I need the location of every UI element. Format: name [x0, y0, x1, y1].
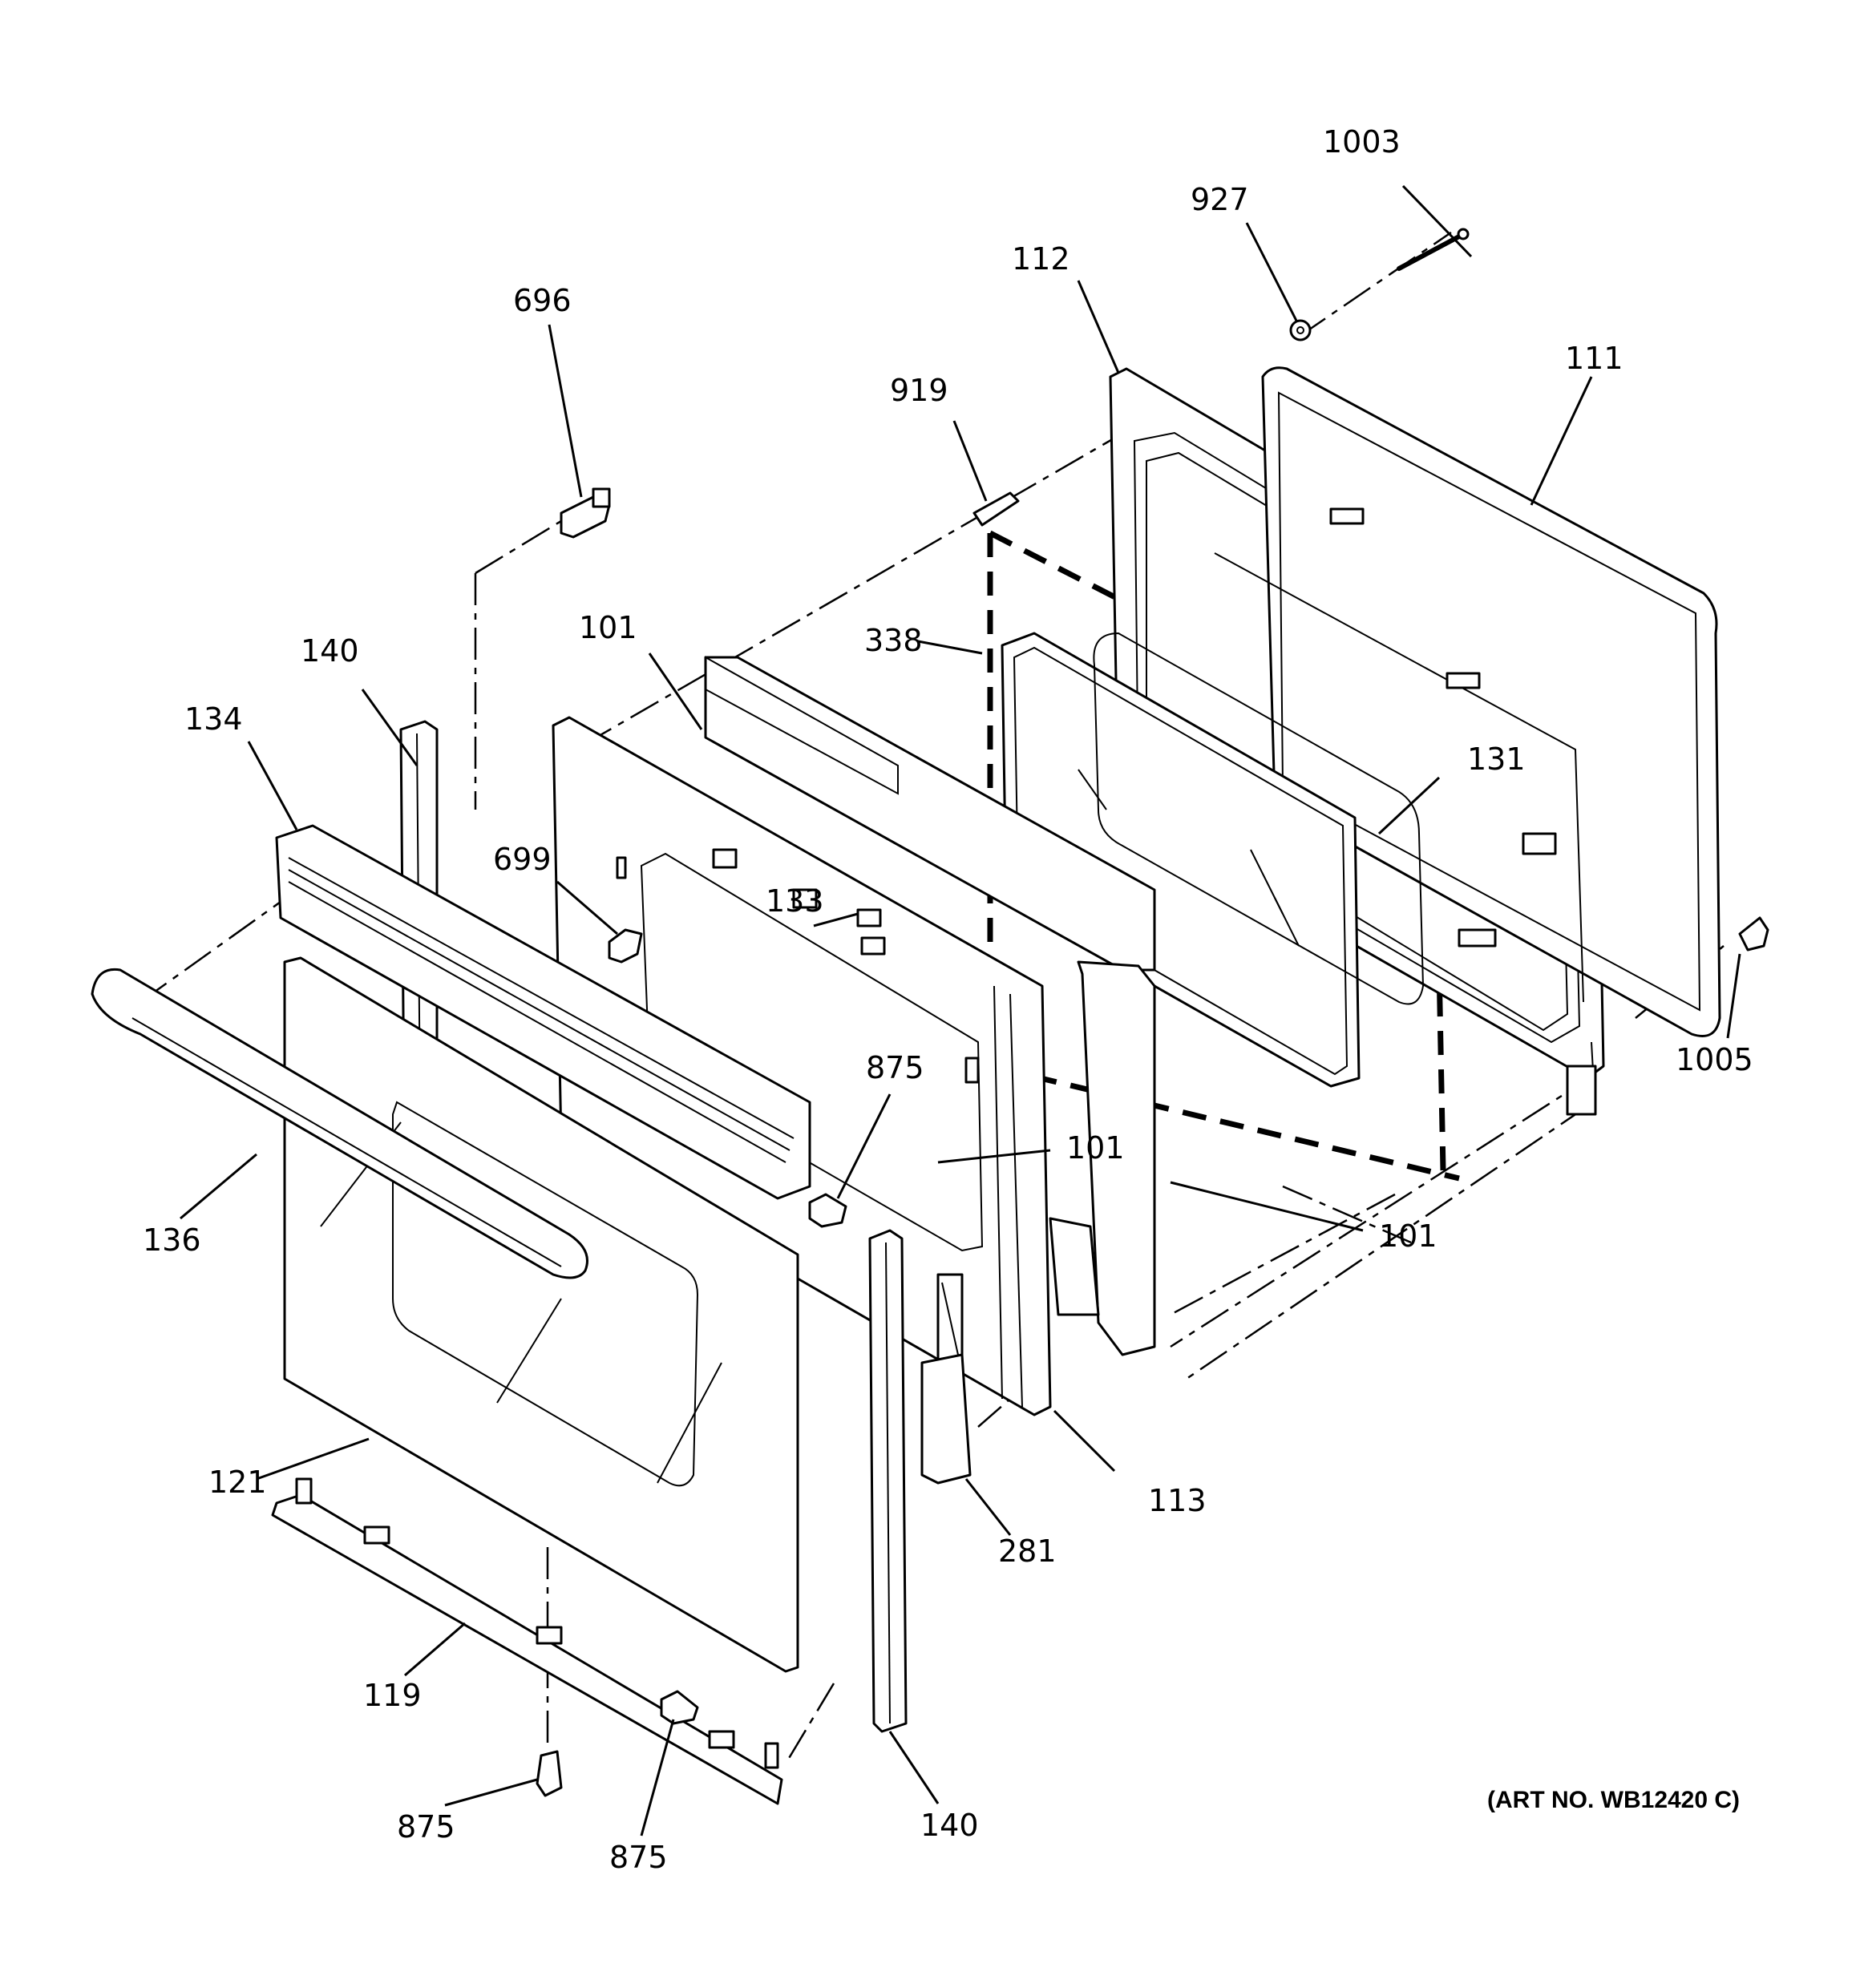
- callout-131: 131: [1467, 741, 1526, 777]
- screw-875-bottom: [660, 1690, 699, 1725]
- callout-927: 927: [1191, 182, 1249, 217]
- callout-133: 133: [766, 883, 824, 919]
- callout-699: 699: [493, 842, 552, 877]
- screw-875-left: [536, 1750, 563, 1797]
- door-liner-111: [1214, 366, 1721, 1037]
- pin-919: [972, 491, 1020, 527]
- side-channel-140-bottom: [868, 1229, 908, 1733]
- screw-696: [560, 487, 611, 539]
- callout-111: 111: [1565, 341, 1623, 376]
- callout-696: 696: [513, 283, 572, 318]
- callout-1005: 1005: [1676, 1042, 1753, 1077]
- vent-trim-134: [275, 824, 811, 1200]
- outer-door-glass-121: [283, 956, 799, 1673]
- screw-1003: [1397, 228, 1470, 271]
- washer-927: [1289, 319, 1312, 341]
- hinge-281: [920, 1273, 972, 1485]
- screw-1005: [1738, 916, 1769, 952]
- callout-112: 112: [1012, 241, 1070, 277]
- callout-875-mid: 875: [866, 1050, 924, 1085]
- callout-140-bottom: 140: [920, 1808, 979, 1843]
- callout-134: 134: [184, 701, 243, 737]
- callout-119: 119: [363, 1678, 422, 1713]
- screw-699: [608, 928, 643, 964]
- callout-101-mid: 101: [1066, 1130, 1125, 1166]
- callout-113: 113: [1148, 1483, 1207, 1518]
- callout-919: 919: [890, 373, 948, 408]
- callout-875-bottom: 875: [609, 1840, 668, 1875]
- door-handle-136: [91, 968, 588, 1279]
- insulation-101: [704, 656, 1156, 1356]
- callout-875-left: 875: [397, 1809, 455, 1845]
- clip-133: [856, 908, 882, 927]
- callout-101-top: 101: [579, 610, 637, 645]
- bottom-rail-119: [271, 1477, 783, 1805]
- callout-140-top: 140: [301, 633, 359, 669]
- callout-136: 136: [143, 1222, 201, 1258]
- callout-281: 281: [998, 1533, 1057, 1569]
- leader-lines: [180, 184, 1741, 1836]
- callout-1003: 1003: [1323, 124, 1401, 160]
- callout-101-right: 101: [1379, 1218, 1437, 1254]
- screw-875-mid: [808, 1193, 847, 1228]
- callout-labels: 1003 927 112 696 919 111 101 338 140 134…: [143, 124, 1753, 1875]
- callout-121: 121: [208, 1465, 267, 1500]
- art-number: (ART NO. WB12420 C): [1487, 1787, 1740, 1813]
- callout-338: 338: [864, 623, 923, 658]
